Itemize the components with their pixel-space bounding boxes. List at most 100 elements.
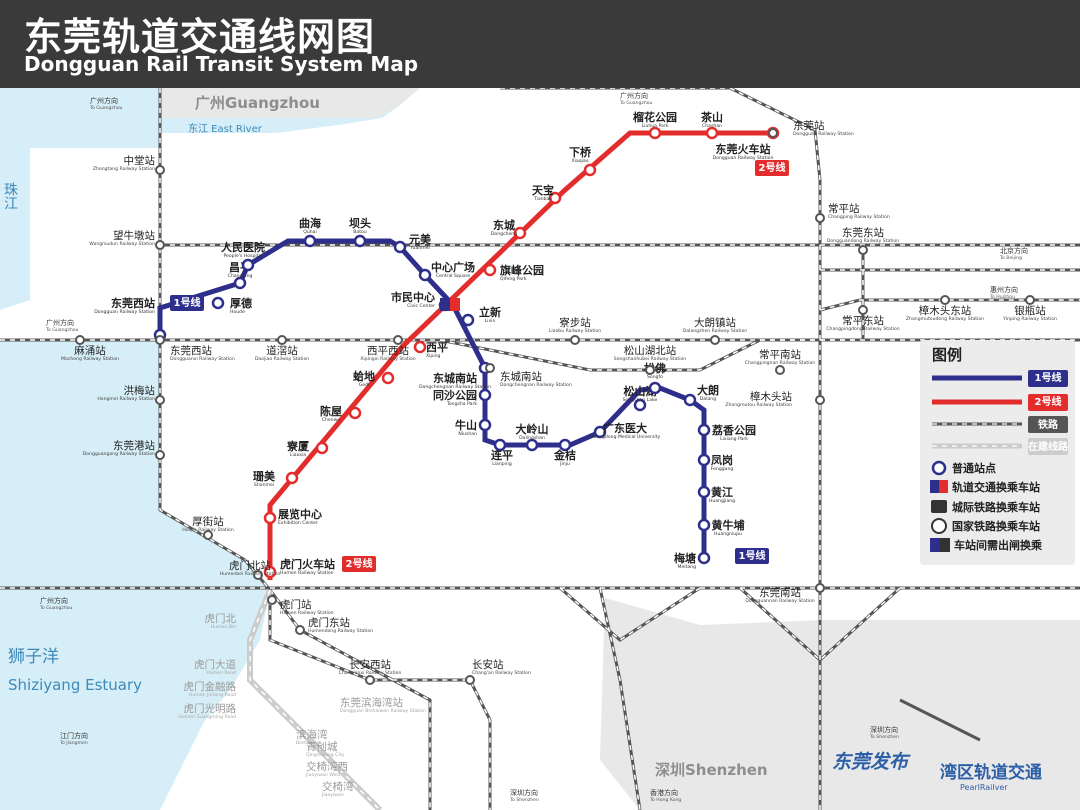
line1-station-songfo-label-en: Songfo [647,374,663,380]
railway-station-zmtz[interactable] [815,395,825,405]
line1-station-gdyd-label-en: Guangdong Medical University [590,434,661,440]
line1-station-lianping[interactable] [493,438,507,452]
railway-station-hmbz-label: 虎门北站 [229,559,271,572]
direction-7-label-en: To Shenzhen [509,797,539,803]
line1-station-dalingshan[interactable] [525,438,539,452]
line1-station-yuanmei-label-en: Yuanmei [409,245,430,251]
line1-station-niushan[interactable] [478,418,492,432]
line1-station-batou[interactable] [353,234,367,248]
railway-station-cpdz[interactable] [858,305,868,315]
line1-station-jinju[interactable] [558,438,572,452]
railway-station-ypz[interactable] [1025,295,1035,305]
railway-station-caz[interactable] [365,675,375,685]
direction-2-label: 北京方向 [1000,246,1028,255]
railway-station-wnd[interactable] [155,240,165,250]
railway-station-liaobu[interactable] [570,335,580,345]
line1-station-zxgc[interactable] [418,268,432,282]
svg-text:2号线: 2号线 [346,557,373,570]
line1-station-dalang[interactable] [683,393,697,407]
line1-station-lianping-label: 连平 [491,448,513,462]
line2-station-xiping-label: 西平 [426,341,448,354]
railway-station-cpz-label: 常平站 [828,202,860,215]
line1-station-fenggang[interactable] [697,453,711,467]
railway-station-hongmei-label-en: Hongmei Railway Station [97,396,155,402]
line2-station-xiaqiao[interactable] [583,163,597,177]
railway-station-xpxz[interactable] [393,335,403,345]
railway-station-houjie[interactable] [203,530,213,540]
brand-right: 湾区轨道交通 [940,762,1042,783]
line2-station-chenwu-label-en: Chenwu [322,417,341,423]
line2-station-xiping[interactable] [413,340,427,354]
line1-station-meitang[interactable] [697,551,711,565]
line2-station-lhgy[interactable] [648,126,662,140]
line1-station-hnp[interactable] [697,518,711,532]
railway-station-dgxz_rw[interactable] [155,335,165,345]
line2-badge-south: 2号线 [342,556,376,572]
branding: 东莞发布 湾区轨道交通 PearlRailver [832,751,1042,792]
railway-station-humen[interactable] [267,595,277,605]
line1-station-rmyy[interactable] [241,258,255,272]
railway-station-zmtz-label: 樟木头站 [750,390,792,403]
line1-station-lxgy[interactable] [697,423,711,437]
shenzhen-label: 深圳Shenzhen [655,761,768,779]
line2-station-chenwu[interactable] [348,406,362,420]
line1-station-quhai[interactable] [303,234,317,248]
line1-station-lixin[interactable] [461,313,475,327]
line2-station-hmhcz[interactable] [263,565,277,579]
railway-station-cpz[interactable] [815,213,825,223]
railway-station-sshbz[interactable] [645,365,655,375]
map-subtitle: Dongguan Rail Transit System Map [24,52,419,76]
guangzhou-label: 广州Guangzhou [195,94,320,112]
railway-station-zt[interactable] [155,165,165,175]
line2-station-chashan[interactable] [705,126,719,140]
guangzhou-water [0,88,420,310]
railway-station-cpnz[interactable] [775,365,785,375]
line2-station-liaoxia[interactable] [315,441,329,455]
svg-text:1号线: 1号线 [739,549,766,562]
line1-station-tsgy[interactable] [478,388,492,402]
line2-station-dghcz-label: 东莞火车站 [716,142,771,156]
railway-station-dgnz[interactable] [815,583,825,593]
line1-station-lixin-label-en: Lixin [485,318,496,324]
railway-station-dgnz-label-en: Dongguannan Railway Station [745,598,814,604]
line1-station-houde[interactable] [211,296,225,310]
railway-station-changan[interactable] [465,675,475,685]
line1-station-huangjiang-label-en: Huangjiang [709,498,735,504]
railway-station-hmdz[interactable] [295,625,305,635]
direction-1-label: 广州方向 [46,318,74,327]
line1-station-songfo[interactable] [648,381,662,395]
railway-station-dggz[interactable] [155,450,165,460]
line2-station-shanmei[interactable] [285,471,299,485]
transfer-civic-center-l2[interactable] [450,298,460,311]
railway-station-dlz-label: 大朗镇站 [694,316,736,329]
direction-6-label: 深圳方向 [870,725,898,734]
railway-station-dgz[interactable] [768,128,778,138]
railway-station-zmtdz[interactable] [940,295,950,305]
railway-station-mayong-label: 麻涌站 [74,344,106,357]
line1-station-yuanmei[interactable] [393,240,407,254]
line2-station-tianbao[interactable] [548,191,562,205]
railway-station-daojiao[interactable] [277,335,287,345]
railway-station-hongmei-label: 洪梅站 [124,384,156,397]
railway-station-dcnz_rw[interactable] [485,363,495,373]
line1-station-gdyd[interactable] [593,425,607,439]
line2-station-qfgy[interactable] [483,263,497,277]
railway-station-wnd-label: 望牛墩站 [113,229,155,242]
line2-station-zlzx-label: 展览中心 [277,507,322,521]
line2-station-dongcheng[interactable] [513,226,527,240]
line1-station-changping[interactable] [233,276,247,290]
line1-station-zxgc-label: 中心广场 [431,260,475,274]
railway-station-dgdz[interactable] [858,245,868,255]
transfer-civic-center-l1[interactable] [440,298,450,311]
line2-station-xiwu[interactable] [381,371,395,385]
line1-station-huangjiang[interactable] [697,485,711,499]
line1-station-songshanhu[interactable] [633,398,647,412]
railway-station-dlz[interactable] [710,335,720,345]
railway-station-hongmei[interactable] [155,395,165,405]
railway-station-mayong[interactable] [75,335,85,345]
railway-station-cpnz-label: 常平南站 [759,348,801,361]
line2-station-zlzx[interactable] [263,511,277,525]
line1-station-tsgy-label: 同沙公园 [433,389,477,402]
railway-station-hmbz[interactable] [253,570,263,580]
